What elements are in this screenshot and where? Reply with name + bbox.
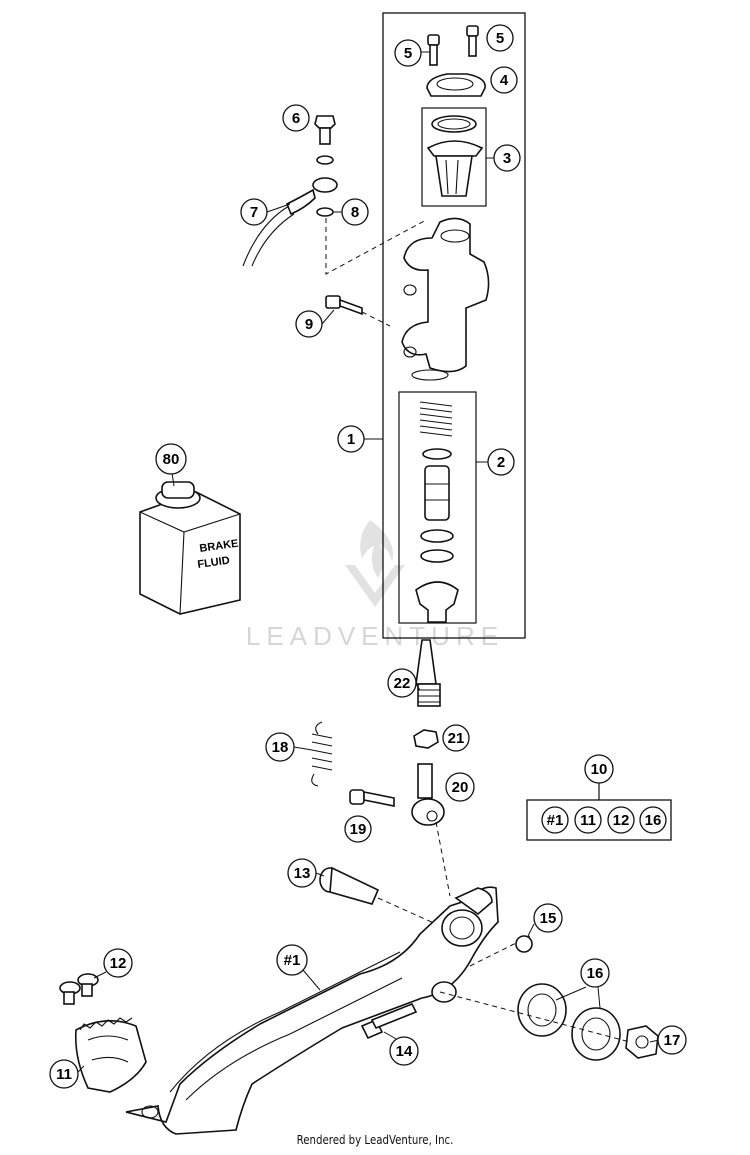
callout-18: 18 xyxy=(272,739,289,756)
bolt-part-19 xyxy=(349,789,395,807)
brake-pedal-part-hash1 xyxy=(125,886,499,1135)
bottle-label-line-2: FLUID xyxy=(197,555,231,571)
callout-10: 10 xyxy=(591,761,608,778)
callout-9: 9 xyxy=(305,316,313,333)
kit-box-items: #1 11 12 16 xyxy=(541,806,667,834)
watermark-text: LEADVENTURE xyxy=(246,621,504,651)
callout-hash1: #1 xyxy=(284,952,301,969)
callout-80: 80 xyxy=(163,451,180,468)
callout-14: 14 xyxy=(396,1043,413,1060)
callout-2: 2 xyxy=(497,454,505,471)
bolt-part-9 xyxy=(325,295,363,316)
watermark: LEADVENTURE xyxy=(246,520,504,651)
callout-5-right: 5 xyxy=(496,30,504,47)
leader-pin-13 xyxy=(377,897,437,925)
kit-item-12: 12 xyxy=(613,812,630,829)
pivot-pin-part-13 xyxy=(319,866,380,905)
assembly-frame-1 xyxy=(382,12,526,639)
kit-item-16: 16 xyxy=(645,812,662,829)
diaphragm-part-3 xyxy=(426,115,484,197)
reservoir-cover-part-4 xyxy=(426,73,486,97)
leader-hose-to-cylinder xyxy=(325,218,427,275)
brake-hose-part-7 xyxy=(242,177,338,267)
callout-3: 3 xyxy=(503,150,511,167)
brake-fluid-bottle-part-80: BRAKE FLUID xyxy=(139,481,241,615)
leader-bolt-9 xyxy=(361,311,391,327)
kit-item-11: 11 xyxy=(580,812,596,829)
callout-7: 7 xyxy=(250,204,258,221)
callout-5-left: 5 xyxy=(404,45,412,62)
leader-clevis-to-pedal xyxy=(435,821,451,897)
bolt-part-14 xyxy=(360,1002,418,1040)
nut-part-21 xyxy=(413,729,439,749)
piston-kit-part-2 xyxy=(415,401,459,623)
callout-6: 6 xyxy=(292,110,300,127)
washer-part-8 xyxy=(316,155,334,217)
push-rod-part-22 xyxy=(415,639,441,707)
callout-11: 11 xyxy=(56,1066,72,1083)
footer-credit: Rendered by LeadVenture, Inc. xyxy=(296,1133,454,1147)
callout-20: 20 xyxy=(452,779,469,796)
callout-15: 15 xyxy=(540,910,557,927)
inner-frame-3 xyxy=(421,107,487,207)
callout-21: 21 xyxy=(448,730,465,747)
callout-13: 13 xyxy=(294,865,311,882)
callout-16: 16 xyxy=(587,965,604,982)
bearing-part-16 xyxy=(517,983,621,1061)
leader-bearing-to-nut xyxy=(439,991,631,1043)
callout-22: 22 xyxy=(394,675,411,692)
bottle-label-line-1: BRAKE xyxy=(199,538,239,555)
pedal-pad-part-11 xyxy=(74,1017,147,1093)
nut-part-17 xyxy=(625,1025,659,1059)
screw-part-12 xyxy=(59,973,99,1005)
master-cylinder-body xyxy=(401,217,490,381)
callout-1: 1 xyxy=(347,431,355,448)
callout-12: 12 xyxy=(110,955,127,972)
spring-part-18 xyxy=(311,721,333,787)
inner-frame-2 xyxy=(398,391,477,624)
screw-part-5 xyxy=(427,25,479,66)
callout-8: 8 xyxy=(351,204,359,221)
clevis-part-20 xyxy=(411,763,445,826)
banjo-bolt-part-6 xyxy=(314,115,336,145)
callout-17: 17 xyxy=(664,1032,681,1049)
callout-4: 4 xyxy=(500,72,509,89)
kit-item-hash1: #1 xyxy=(547,812,564,829)
washer-part-15 xyxy=(515,935,533,953)
callouts: 5 5 4 3 6 7 8 9 1 2 80 22 21 xyxy=(49,24,687,1089)
callout-19: 19 xyxy=(350,821,367,838)
